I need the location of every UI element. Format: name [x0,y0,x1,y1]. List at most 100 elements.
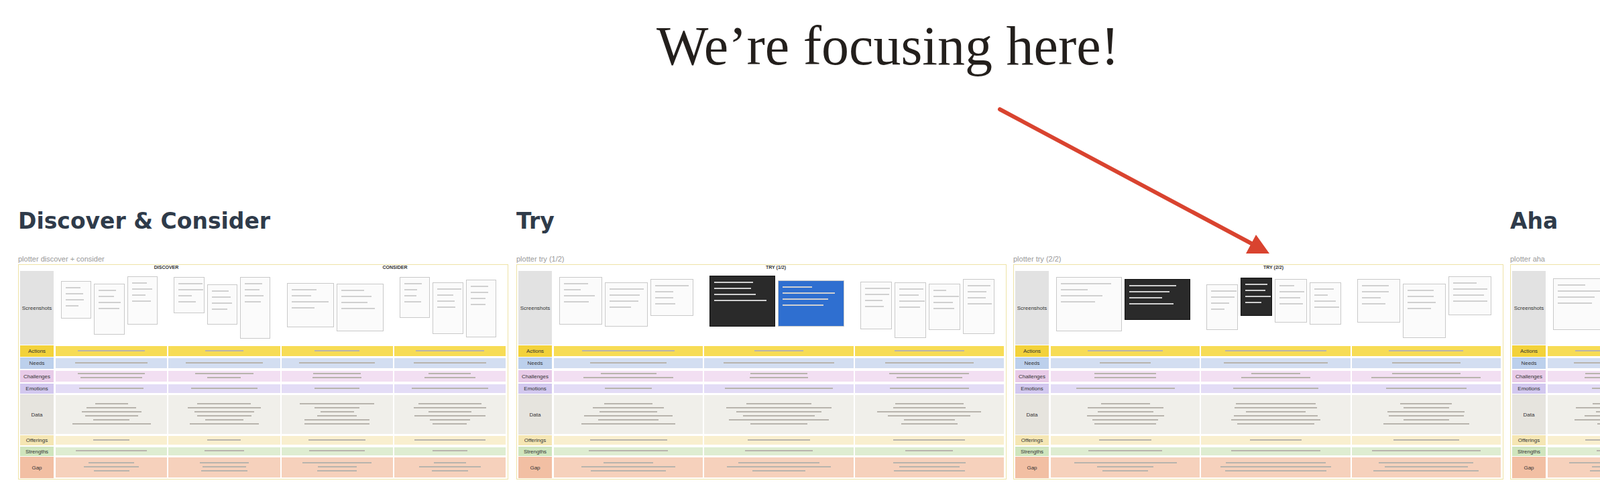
row-label-text: Challenges [1515,373,1543,380]
row-label-text: Needs [527,360,543,367]
text-line [93,439,130,441]
row-label: Strengths [1015,446,1049,456]
text-line [893,462,965,464]
row-label-text: Strengths [1517,448,1541,455]
text-line [1231,449,1321,452]
text-line [1060,282,1112,285]
text-line [1225,462,1327,464]
content-cell [281,384,393,393]
text-line [714,281,753,283]
text-line [1407,301,1436,304]
content-cell [1201,447,1350,456]
text-line [415,350,484,352]
text-line [1386,387,1468,389]
content-cell [553,358,703,369]
row-label: Challenges [1512,370,1546,383]
row-content [1050,370,1502,383]
text-line [86,407,136,409]
text-line [207,376,241,379]
content-cell [1201,370,1350,382]
row-label-text: Emotions [25,385,48,392]
text-line [563,301,589,303]
content-cell [704,457,853,478]
text-line [754,350,804,352]
text-line [320,411,355,413]
text-line [1129,291,1170,293]
text-line [178,301,196,303]
row-label: Actions [518,345,552,357]
text-line [185,362,263,364]
screenshot-area [1050,271,1200,345]
text-line [404,301,422,303]
text-line [609,306,632,308]
text-line [205,419,244,421]
text-line [404,295,417,297]
text-line [1211,308,1225,310]
text-line [1211,290,1236,292]
frame-label: plotter discover + consider [18,254,105,264]
text-line [437,294,454,296]
row-content [1547,394,1600,435]
text-line [1223,362,1328,364]
text-line [967,303,992,305]
text-line [1094,376,1157,379]
row-label: Data [1015,394,1049,435]
text-line [1097,466,1154,468]
text-line [655,297,674,299]
frame-body: ScreenshotsActionsNeedsChallengesEmotion… [1510,264,1600,480]
text-line [1279,284,1294,287]
text-line [75,362,148,364]
screenshot-thumb [604,282,648,327]
text-line [899,294,919,296]
frame-label: plotter aha [1510,254,1546,264]
text-line [1076,387,1175,389]
screenshot-thumb [650,278,694,316]
text-line [588,449,668,452]
text-line [1584,376,1600,379]
row-label-text: Gap [1026,464,1037,471]
content-cell [1050,370,1200,382]
text-line [1597,423,1600,425]
text-line [414,415,486,417]
row-content [1547,357,1600,369]
text-line [291,307,316,309]
content-cell [55,447,167,456]
text-line [429,419,471,421]
row-content [1050,383,1502,394]
text-line [77,372,145,375]
content-cell [1351,457,1501,478]
text-line [903,419,955,421]
content-cell [168,447,280,456]
content-cell [1050,346,1200,357]
text-line [726,407,831,409]
row-content [1050,357,1502,369]
text-line [1211,296,1234,298]
text-line [244,301,261,303]
text-line [1361,297,1381,299]
text-line [404,289,418,291]
frame-body: ScreenshotsActionsNeedsChallengesEmotion… [516,264,1007,480]
row-label-text: Gap [1523,464,1534,471]
text-line [1060,289,1088,291]
row-label-text: Data [1026,411,1039,418]
text-line [65,299,84,301]
text-line [428,372,471,375]
text-line [75,449,148,452]
row-content [54,370,507,383]
text-line [431,470,469,472]
text-line [655,303,676,305]
text-line [341,295,373,298]
row-content [54,270,507,345]
content-cell [394,457,506,478]
content-cell [1351,394,1501,434]
text-line [202,466,246,468]
text-line [178,289,203,291]
row-content [1547,435,1600,446]
text-line [317,466,357,468]
text-line [1591,466,1600,468]
text-line [1245,301,1262,304]
row-content [1050,270,1502,345]
content-cell [1351,370,1501,382]
content-cell [1547,358,1600,369]
row-label-text: Offerings [1021,437,1043,444]
